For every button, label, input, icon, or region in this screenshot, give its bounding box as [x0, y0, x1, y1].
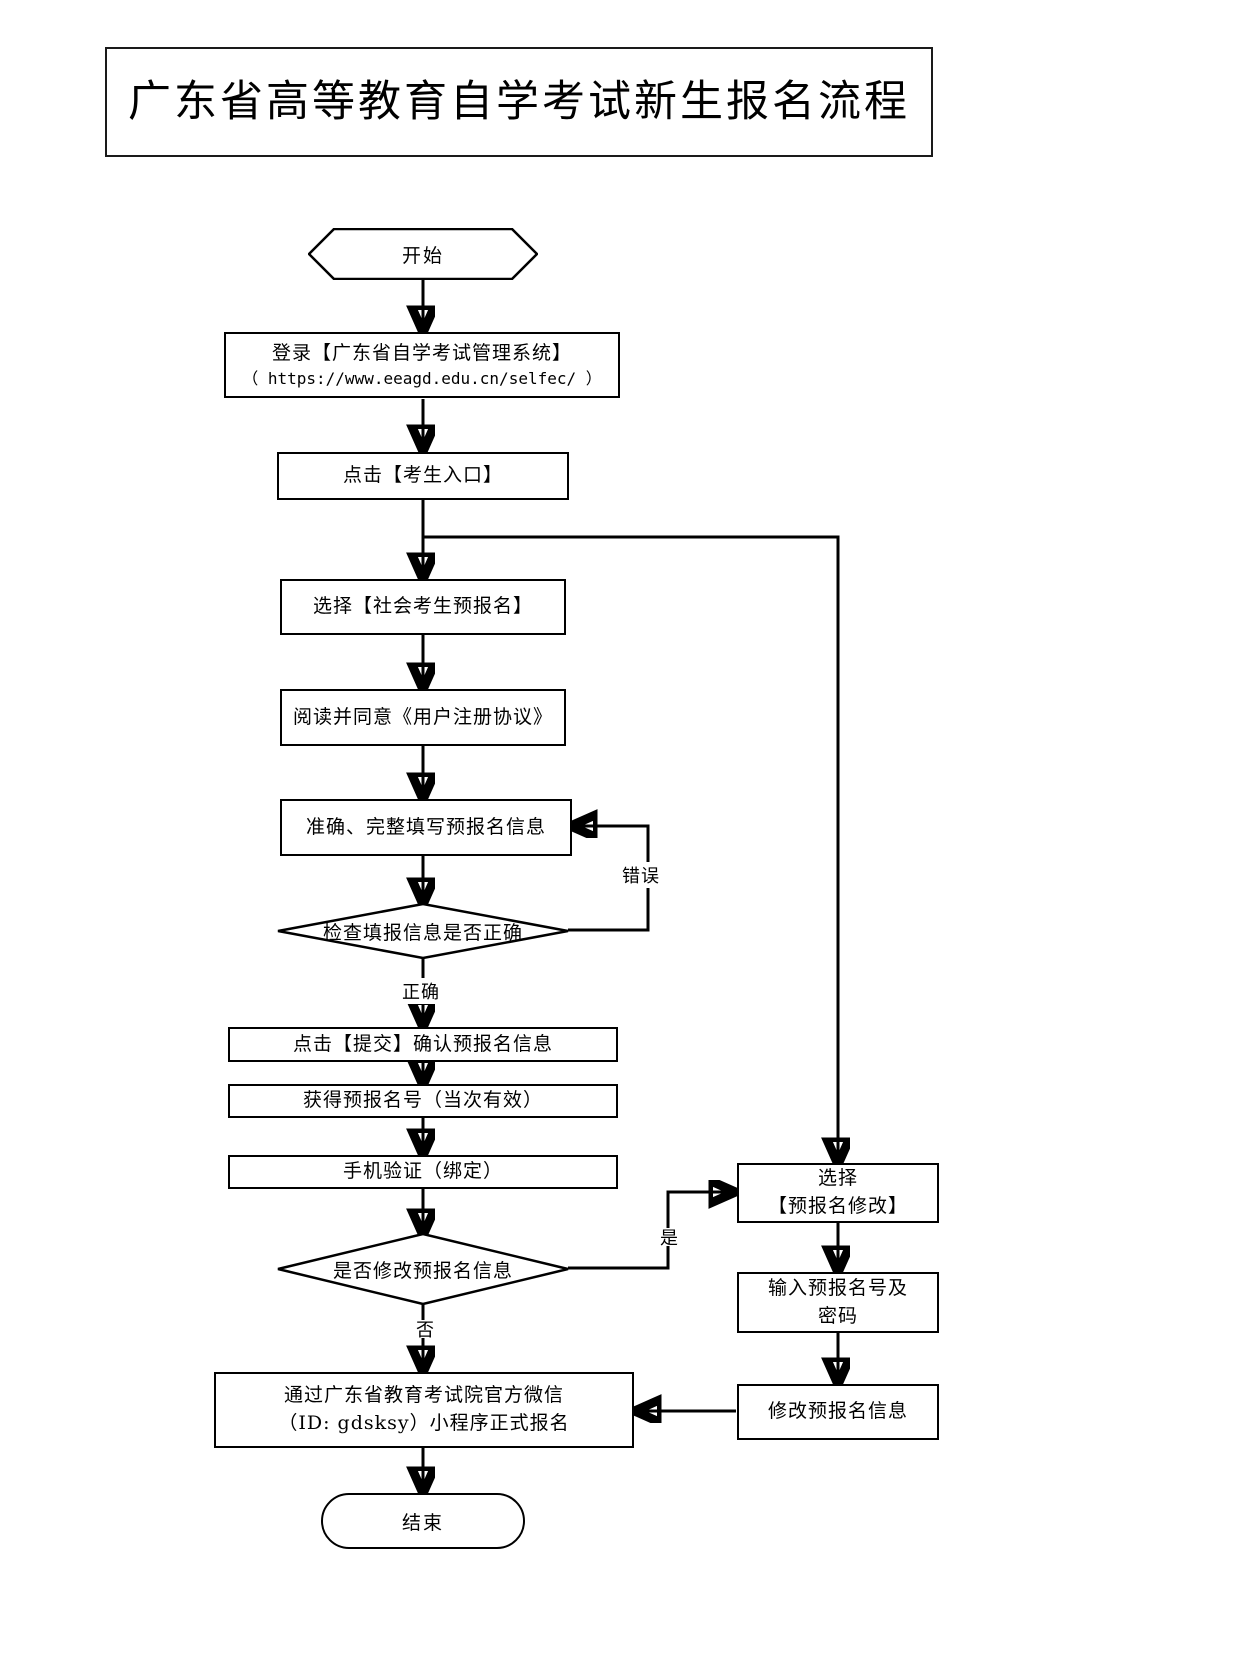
node-login[interactable]: 登录【广东省自学考试管理系统】 （ https://www.eeagd.edu.… — [224, 332, 620, 398]
node-phone-verify[interactable]: 手机验证（绑定） — [228, 1155, 618, 1189]
node-user-agreement-label: 阅读并同意《用户注册协议》 — [292, 705, 553, 728]
node-input-credentials-line2: 密码 — [817, 1304, 858, 1327]
node-submit-confirm-label: 点击【提交】确认预报名信息 — [292, 1032, 553, 1055]
node-input-credentials[interactable]: 输入预报名号及 密码 — [737, 1272, 939, 1333]
node-choose-modify-line1: 选择 — [817, 1167, 858, 1190]
node-login-line1: 登录【广东省自学考试管理系统】 — [271, 341, 572, 364]
node-choose-modify[interactable]: 选择 【预报名修改】 — [737, 1163, 939, 1223]
node-do-modify[interactable]: 修改预报名信息 — [737, 1384, 939, 1440]
node-start[interactable]: 开始 — [308, 228, 538, 280]
node-wechat-official-register[interactable]: 通过广东省教育考试院官方微信 （ID: gdsksy）小程序正式报名 — [214, 1372, 634, 1448]
node-login-line2: （ https://www.eeagd.edu.cn/selfec/ ） — [242, 369, 602, 389]
edge-label-no: 否 — [408, 1320, 438, 1338]
node-start-label: 开始 — [401, 244, 444, 267]
node-candidate-entry-label: 点击【考生入口】 — [342, 464, 503, 487]
node-fill-info-label: 准确、完整填写预报名信息 — [305, 815, 546, 838]
node-user-agreement[interactable]: 阅读并同意《用户注册协议》 — [280, 689, 566, 746]
node-social-preregister-label: 选择【社会考生预报名】 — [312, 595, 533, 618]
node-do-modify-label: 修改预报名信息 — [767, 1400, 908, 1423]
node-candidate-entry[interactable]: 点击【考生入口】 — [277, 452, 569, 500]
node-wechat-line1: 通过广东省教育考试院官方微信 — [283, 1384, 564, 1407]
node-modify-question[interactable]: 是否修改预报名信息 — [277, 1233, 569, 1305]
node-modify-question-label: 是否修改预报名信息 — [332, 1259, 513, 1282]
node-wechat-line2: （ID: gdsksy）小程序正式报名 — [278, 1412, 570, 1434]
node-get-preregister-number-label: 获得预报名号（当次有效） — [302, 1089, 543, 1112]
node-end[interactable]: 结束 — [321, 1493, 525, 1549]
node-submit-confirm[interactable]: 点击【提交】确认预报名信息 — [228, 1027, 618, 1062]
node-end-label: 结束 — [401, 1511, 444, 1534]
edge-label-error: 错误 — [620, 862, 662, 888]
node-choose-modify-line2: 【预报名修改】 — [767, 1195, 908, 1217]
page-title-box: 广东省高等教育自学考试新生报名流程 — [105, 47, 933, 157]
node-get-preregister-number[interactable]: 获得预报名号（当次有效） — [228, 1084, 618, 1118]
node-input-credentials-line1: 输入预报名号及 — [767, 1276, 908, 1299]
node-check-info[interactable]: 检查填报信息是否正确 — [277, 903, 569, 959]
node-fill-info[interactable]: 准确、完整填写预报名信息 — [280, 799, 572, 856]
node-social-preregister[interactable]: 选择【社会考生预报名】 — [280, 579, 566, 635]
node-phone-verify-label: 手机验证（绑定） — [342, 1160, 503, 1183]
page-title: 广东省高等教育自学考试新生报名流程 — [128, 76, 910, 127]
edge-label-correct: 正确 — [400, 978, 442, 1004]
node-check-info-label: 检查填报信息是否正确 — [322, 921, 523, 944]
edge-label-yes: 是 — [652, 1228, 682, 1246]
